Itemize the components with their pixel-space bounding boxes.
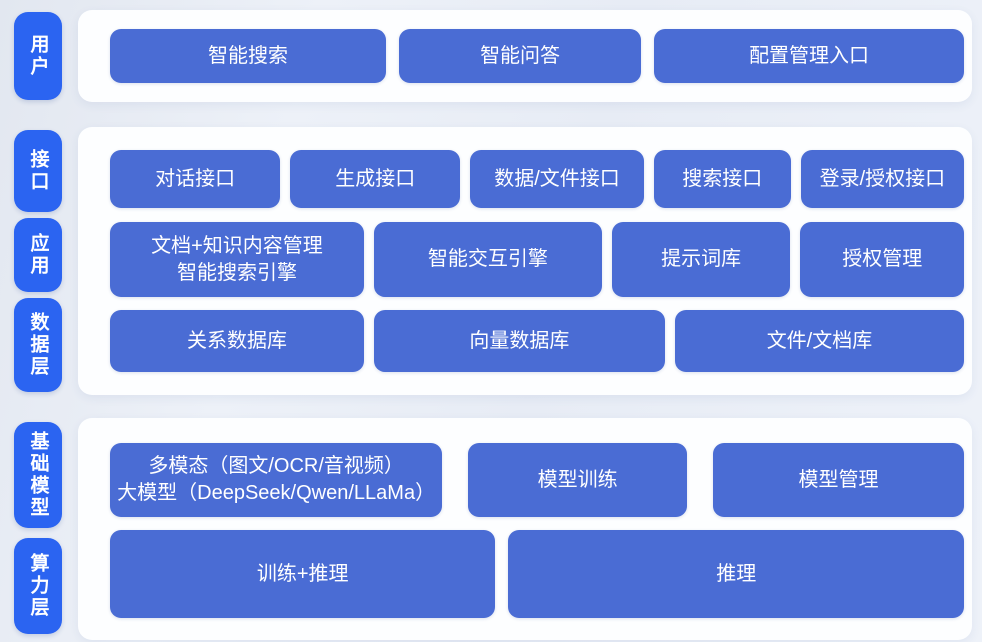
box-inference: 推理 [508, 530, 964, 618]
tab-user-layer-label: 用户 [27, 34, 49, 78]
tab-data-layer: 数据层 [14, 298, 62, 392]
box-config-management-entry: 配置管理入口 [654, 29, 964, 83]
box-relational-db: 关系数据库 [110, 310, 364, 372]
box-login-auth-api: 登录/授权接口 [800, 150, 964, 208]
box-vector-db: 向量数据库 [373, 310, 665, 372]
box-interaction-engine: 智能交互引擎 [373, 222, 602, 297]
box-smart-qa: 智能问答 [399, 29, 642, 83]
box-doc-knowledge-search-engine: 文档+知识内容管理 智能搜索引擎 [110, 222, 364, 297]
panel-model-compute-layers: 多模态（图文/OCR/音视频） 大模型（DeepSeek/Qwen/LLaMa）… [78, 418, 972, 640]
row-compute: 训练+推理 推理 [110, 530, 964, 618]
box-data-file-api: 数据/文件接口 [470, 150, 644, 208]
box-generation-api: 生成接口 [290, 150, 461, 208]
box-search-api: 搜索接口 [653, 150, 791, 208]
box-model-training: 模型训练 [468, 443, 688, 517]
tab-interface-layer: 接口 [14, 130, 62, 212]
row-applications: 文档+知识内容管理 智能搜索引擎 智能交互引擎 提示词库 授权管理 [110, 222, 964, 297]
box-file-doc-store: 文件/文档库 [674, 310, 964, 372]
tab-application-layer-label: 应用 [27, 233, 49, 277]
row-user-entries: 智能搜索 智能问答 配置管理入口 [110, 29, 964, 83]
row-data-stores: 关系数据库 向量数据库 文件/文档库 [110, 310, 964, 372]
panel-user-layer: 智能搜索 智能问答 配置管理入口 [78, 10, 972, 102]
tab-application-layer: 应用 [14, 218, 62, 292]
box-multimodal-llm: 多模态（图文/OCR/音视频） 大模型（DeepSeek/Qwen/LLaMa） [110, 443, 443, 517]
tab-interface-layer-label: 接口 [27, 149, 49, 193]
box-auth-management: 授权管理 [800, 222, 964, 297]
tab-data-layer-label: 数据层 [27, 312, 49, 378]
panel-middle-layers: 对话接口 生成接口 数据/文件接口 搜索接口 登录/授权接口 文档+知识内容管理… [78, 127, 972, 395]
box-model-management: 模型管理 [713, 443, 964, 517]
box-training-inference: 训练+推理 [110, 530, 496, 618]
tab-compute-layer-label: 算力层 [27, 553, 49, 619]
box-chat-api: 对话接口 [110, 150, 281, 208]
tab-user-layer: 用户 [14, 12, 62, 100]
row-interfaces: 对话接口 生成接口 数据/文件接口 搜索接口 登录/授权接口 [110, 150, 964, 208]
tab-foundation-model-layer: 基础模型 [14, 422, 62, 528]
box-prompt-library: 提示词库 [611, 222, 791, 297]
box-smart-search: 智能搜索 [110, 29, 386, 83]
row-foundation-models: 多模态（图文/OCR/音视频） 大模型（DeepSeek/Qwen/LLaMa）… [110, 443, 964, 517]
tab-compute-layer: 算力层 [14, 538, 62, 634]
tab-foundation-model-layer-label: 基础模型 [27, 431, 49, 519]
